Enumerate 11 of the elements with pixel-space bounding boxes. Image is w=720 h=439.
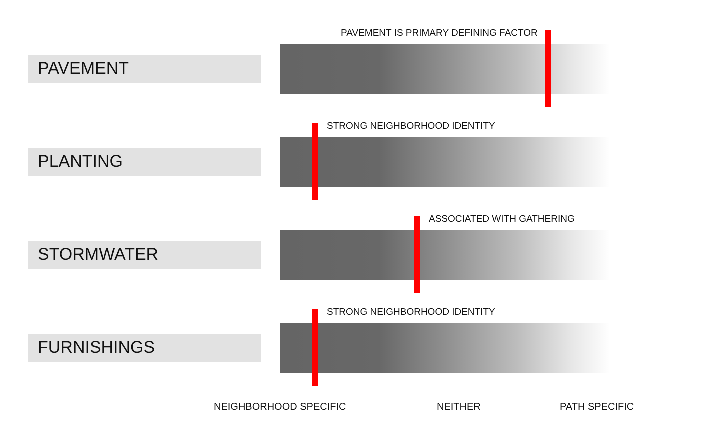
row-label: PAVEMENT (28, 55, 261, 83)
marker-annotation: PAVEMENT IS PRIMARY DEFINING FACTOR (341, 28, 538, 40)
row-label: FURNISHINGS (28, 334, 261, 362)
marker-annotation: STRONG NEIGHBORHOOD IDENTITY (327, 307, 496, 319)
axis-label: NEITHER (437, 402, 481, 414)
marker-annotation: ASSOCIATED WITH GATHERING (429, 214, 575, 226)
row-label: PLANTING (28, 148, 261, 176)
axis-label: NEIGHBORHOOD SPECIFIC (214, 402, 346, 414)
axis-label: PATH SPECIFIC (560, 402, 634, 414)
row-label: STORMWATER (28, 241, 261, 269)
marker-annotation: STRONG NEIGHBORHOOD IDENTITY (327, 121, 496, 133)
